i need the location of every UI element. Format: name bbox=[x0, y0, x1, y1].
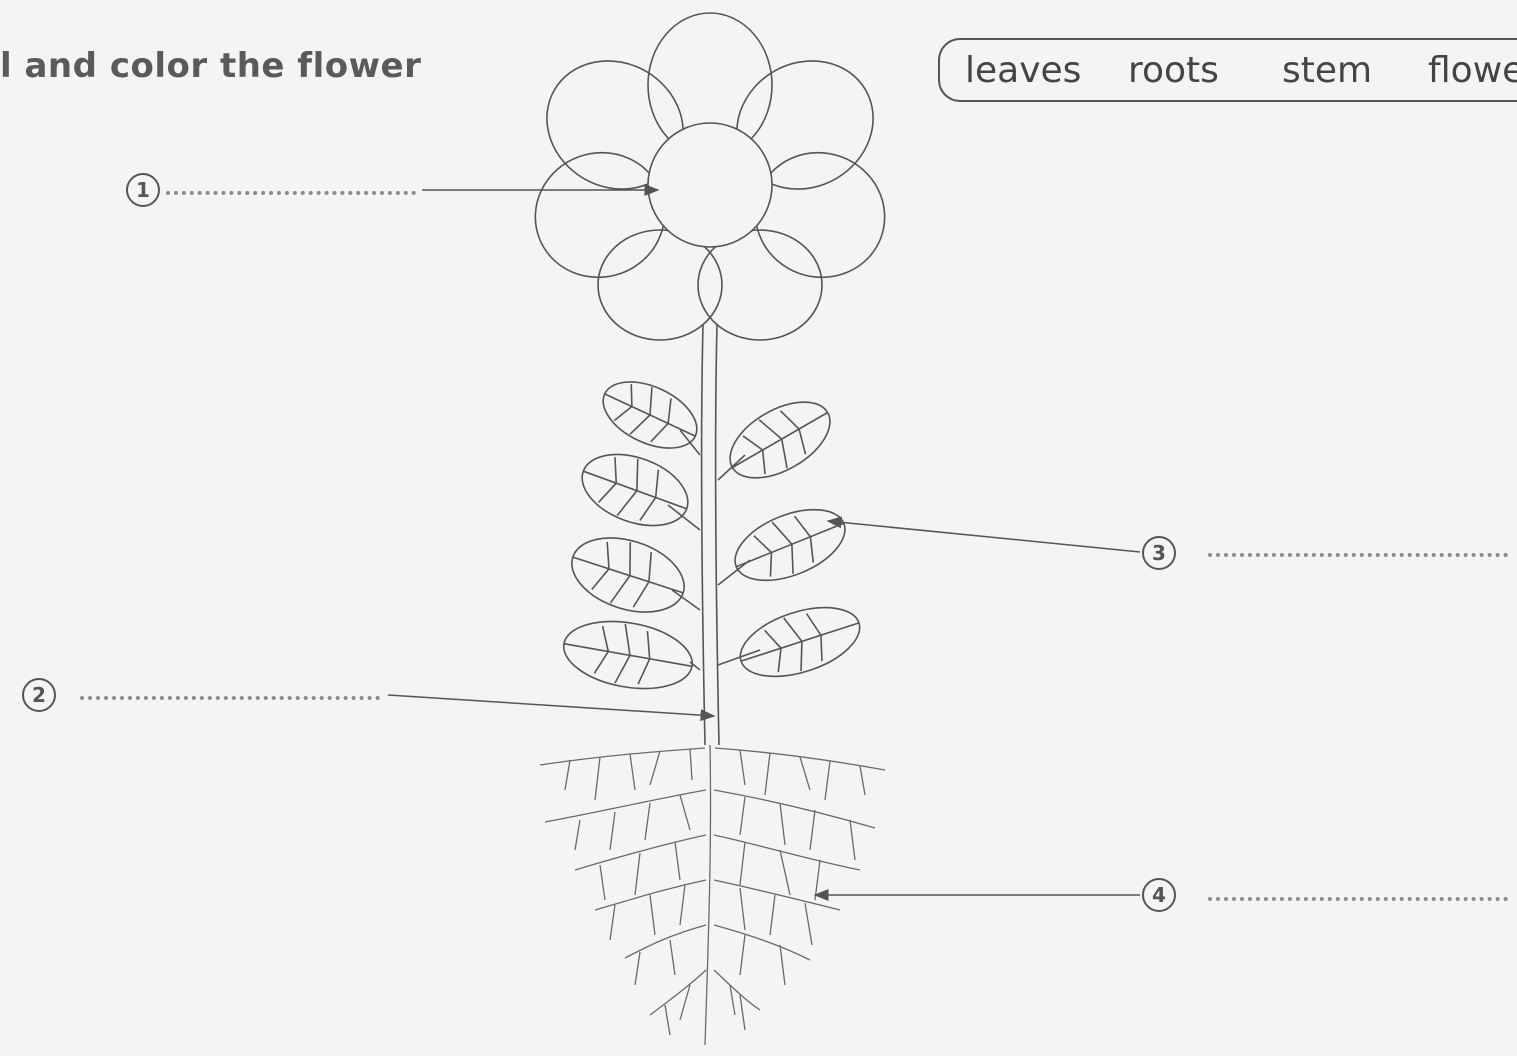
label-number-3: 3 bbox=[1142, 536, 1176, 570]
leaves bbox=[558, 368, 868, 697]
label-number-2: 2 bbox=[22, 678, 56, 712]
answer-blank-2[interactable] bbox=[80, 696, 380, 700]
flower-head bbox=[518, 13, 903, 340]
arrow-2 bbox=[388, 695, 714, 716]
label-number-1: 1 bbox=[126, 173, 160, 207]
answer-blank-4[interactable] bbox=[1208, 897, 1508, 901]
label-arrows bbox=[388, 190, 1140, 895]
answer-blank-1[interactable] bbox=[166, 191, 416, 195]
arrow-3 bbox=[828, 521, 1140, 552]
stem bbox=[702, 325, 719, 745]
answer-blank-3[interactable] bbox=[1208, 553, 1508, 557]
label-number-4: 4 bbox=[1142, 878, 1176, 912]
